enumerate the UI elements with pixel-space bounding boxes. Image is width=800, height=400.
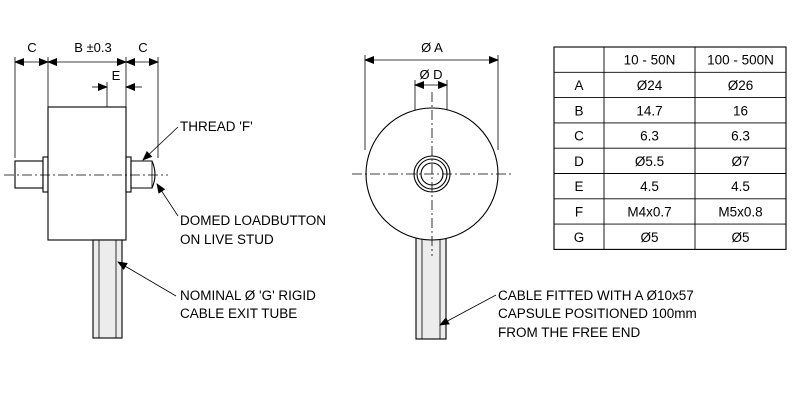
dim-label-c-left: C: [27, 40, 36, 55]
note-loadbutton-line2: ON LIVE STUD: [180, 232, 274, 247]
table-cell: Ø7: [731, 154, 749, 169]
dim-label-a: Ø A: [421, 40, 443, 55]
note-cable-line3: FROM THE FREE END: [498, 325, 641, 340]
domed-loadbutton: [130, 160, 156, 189]
dim-label-d: Ø D: [419, 67, 442, 82]
table-header-cell: 100 - 500N: [707, 53, 774, 68]
table-cell: M5x0.8: [718, 204, 762, 219]
table-row-label: D: [574, 154, 584, 169]
table-row-label: E: [574, 179, 583, 194]
dim-label-b: B ±0.3: [74, 40, 112, 55]
note-cable-line2: CAPSULE POSITIONED 100mm: [498, 306, 697, 321]
table-row-label: A: [574, 78, 583, 93]
left-stud-collar: [42, 156, 49, 193]
front-cable-tube: [415, 234, 447, 340]
load-cell-body: [47, 106, 127, 241]
table-cell: 4.5: [640, 179, 659, 194]
table-cell: Ø26: [728, 78, 754, 93]
table-cell: Ø5: [640, 230, 658, 245]
table-row-label: C: [574, 129, 584, 144]
table-cell: M4x0.7: [627, 204, 671, 219]
live-stud-collar: [125, 156, 132, 193]
left-stud: [14, 160, 44, 189]
table-cell: 6.3: [640, 129, 659, 144]
front-view: Ø A Ø D: [352, 40, 512, 340]
table-cell: Ø5.5: [635, 154, 664, 169]
table-cell: Ø24: [637, 78, 663, 93]
note-thread: THREAD 'F': [180, 119, 253, 134]
note-exit-line1: NOMINAL Ø 'G' RIGID: [180, 288, 316, 303]
note-exit-line2: CABLE EXIT TUBE: [180, 306, 297, 321]
table-cell: 14.7: [636, 103, 662, 118]
side-view: C B ±0.3 C E: [4, 40, 168, 339]
cable-exit-tube: [92, 239, 123, 339]
front-view-notes: CABLE FITTED WITH A Ø10x57 CAPSULE POSIT…: [439, 288, 697, 340]
dim-label-e: E: [112, 68, 121, 83]
note-loadbutton-line1: DOMED LOADBUTTON: [180, 213, 326, 228]
table-header-cell: 10 - 50N: [624, 53, 676, 68]
side-view-notes: THREAD 'F' DOMED LOADBUTTON ON LIVE STUD…: [117, 119, 326, 321]
table-cell: 6.3: [731, 129, 750, 144]
dim-label-c-right: C: [138, 40, 147, 55]
table-row-label: B: [574, 103, 583, 118]
table-row-label: G: [574, 230, 585, 245]
table-row-label: F: [575, 204, 583, 219]
table-cell: 16: [733, 103, 748, 118]
table-cell: 4.5: [731, 179, 750, 194]
table-cell: Ø5: [731, 230, 749, 245]
note-cable-line1: CABLE FITTED WITH A Ø10x57: [498, 288, 694, 303]
